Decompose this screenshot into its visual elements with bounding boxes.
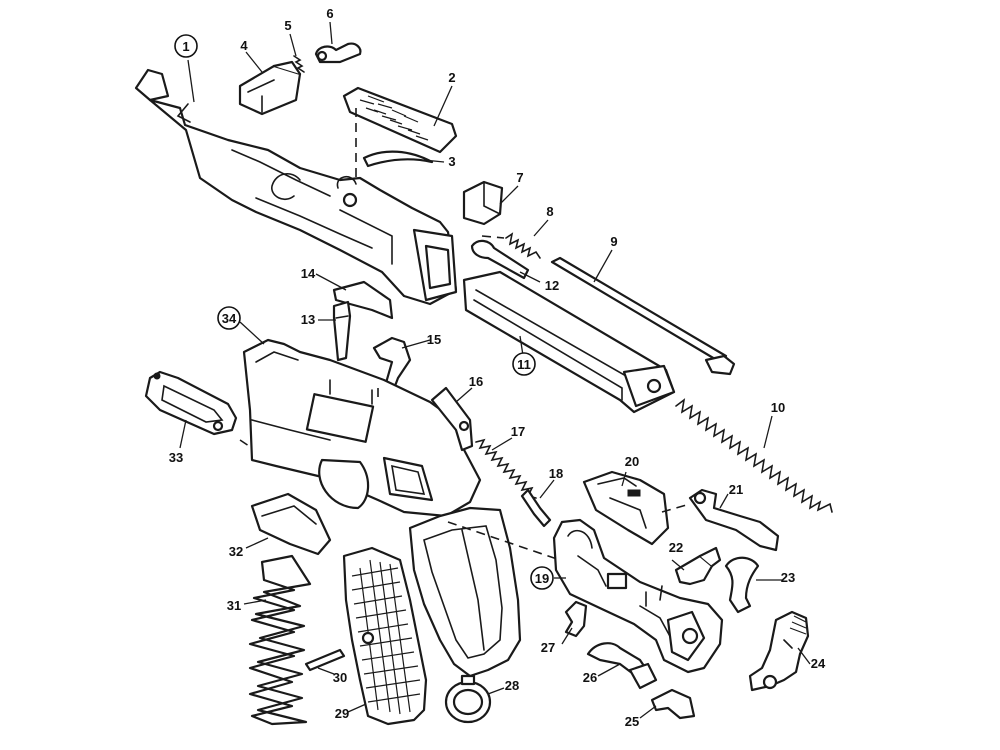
part-34-frame [242,338,482,518]
callout-32: 32 [229,544,243,559]
callout-17: 17 [511,424,525,439]
svg-text:19: 19 [535,571,549,586]
callout-25: 25 [625,714,639,729]
part-27-bracket [564,600,588,638]
callout-8: 8 [546,204,553,219]
part-32-follower [250,492,332,556]
callout-6: 6 [326,6,333,21]
callout-13: 13 [301,312,315,327]
callout-19: 19 [530,566,554,590]
part-13-pin [332,300,352,362]
callout-2: 2 [448,70,455,85]
callout-30: 30 [333,670,347,685]
callout-15: 15 [427,332,441,347]
part-4-sight-slide [238,60,302,116]
part-16-trigger [430,386,474,452]
callout-14: 14 [301,266,316,281]
part-8-spring [505,232,541,259]
callout-29: 29 [335,706,349,721]
svg-text:11: 11 [517,357,531,372]
callout-4: 4 [240,38,248,53]
leader-lines [179,21,811,719]
callout-23: 23 [781,570,795,585]
callout-34: 34 [217,306,241,330]
svg-text:1: 1 [182,39,189,54]
part-18-guide [520,488,552,528]
callout-27: 27 [541,640,555,655]
part-28-grip-frame-and-ring [408,506,522,724]
part-6-plunger [314,42,362,64]
part-33-floorplate [144,370,238,436]
part-26-rocker [586,642,658,690]
callout-18: 18 [549,466,563,481]
callout-20: 20 [625,454,639,469]
part-1-barrel-extension [134,68,458,306]
svg-text:34: 34 [222,311,237,326]
part-10-recoil-spring [675,398,833,513]
part-19-lock-frame [552,518,724,674]
callout-22: 22 [669,540,683,555]
callout-11: 11 [512,352,536,376]
callout-1: 1 [174,34,198,58]
callout-31: 31 [227,598,241,613]
assembly-lines [239,108,691,561]
part-3-sight-spring [362,150,434,168]
part-23-ejector [724,556,760,614]
callout-12: 12 [545,278,559,293]
callout-9: 9 [610,234,617,249]
callout-3: 3 [448,154,455,169]
part-11-bolt [462,270,676,414]
callout-26: 26 [583,670,597,685]
callout-28: 28 [505,678,519,693]
part-24-hammer [748,610,810,692]
callout-21: 21 [729,482,743,497]
part-21-safety-lever [688,488,780,552]
part-17-mainspring [475,438,537,499]
part-30-grip-screw [304,648,346,672]
part-22-plunger [674,546,722,586]
part-7-locking-block [462,180,504,226]
callout-5: 5 [284,18,291,33]
part-14-hammer-lever [332,280,394,320]
part-31-magazine-spring [248,554,312,726]
callout-24: 24 [811,656,826,671]
part-12-extractor [470,239,530,280]
part-2-rear-sight [342,86,458,154]
callout-10: 10 [771,400,785,415]
part-20-hammer-block [582,470,670,546]
part-9-firing-pin [550,256,736,376]
callout-33: 33 [169,450,183,465]
callout-7: 7 [516,170,523,185]
part-29-grip-panel [342,546,428,726]
part-25-disconnector [650,688,696,720]
callout-16: 16 [469,374,483,389]
part-5-spring [293,55,305,73]
